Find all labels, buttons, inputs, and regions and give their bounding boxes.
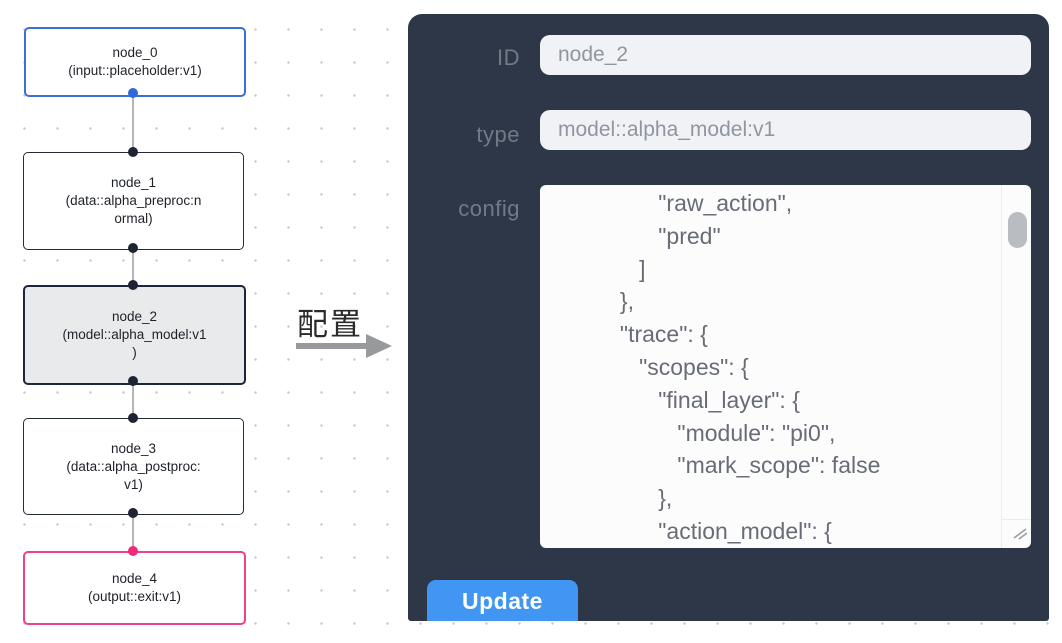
id-field-label: ID <box>497 45 520 70</box>
node-0[interactable]: node_0 (input::placeholder:v1) <box>24 27 246 97</box>
node-subtitle: ) <box>132 345 137 360</box>
type-field-label: type <box>476 122 520 147</box>
port-in-node-4[interactable] <box>128 546 138 556</box>
node-subtitle: (output::exit:v1) <box>87 589 182 604</box>
node-config-panel: ID type config "raw_action", "pred" ] },… <box>408 14 1049 621</box>
update-button[interactable]: Update <box>427 580 578 621</box>
node-3[interactable]: node_3 (data::alpha_postproc: v1) <box>23 418 244 515</box>
node-title: node_0 <box>112 45 158 60</box>
node-subtitle: (model::alpha_model:v1 <box>62 327 207 342</box>
config-scrollbar-track[interactable] <box>1001 185 1031 548</box>
node-title: node_2 <box>111 309 158 324</box>
textarea-resize-handle-icon[interactable] <box>1010 522 1028 545</box>
node-2-selected[interactable]: node_2 (model::alpha_model:v1 ) <box>23 285 246 385</box>
node-subtitle: (input::placeholder:v1) <box>68 63 202 78</box>
node-subtitle: (data::alpha_postproc: <box>66 458 201 474</box>
edge-node0-node1 <box>132 93 134 153</box>
right-arrow-icon <box>296 332 396 367</box>
node-1[interactable]: node_1 (data::alpha_preproc:n ormal) <box>23 152 244 250</box>
node-subtitle: ormal) <box>114 211 153 226</box>
edge-node1-node2 <box>132 248 134 286</box>
scrollbar-corner-divider <box>1002 519 1031 520</box>
node-title: node_3 <box>110 440 157 456</box>
id-input[interactable] <box>540 35 1031 75</box>
type-input[interactable] <box>540 110 1031 150</box>
node-4[interactable]: node_4 (output::exit:v1) <box>23 551 246 625</box>
node-title: node_1 <box>110 175 157 190</box>
config-field-label: config <box>458 196 520 221</box>
node-subtitle: v1) <box>124 476 143 492</box>
edge-node2-node3 <box>132 381 134 419</box>
port-out-node-0[interactable] <box>128 88 138 98</box>
port-out-node-1[interactable] <box>128 243 138 253</box>
port-in-node-2[interactable] <box>128 280 138 290</box>
configure-annotation-label: 配置 <box>297 307 363 342</box>
port-in-node-1[interactable] <box>128 147 138 157</box>
edge-node3-node4 <box>132 513 134 552</box>
config-scrollbar-thumb[interactable] <box>1008 212 1027 248</box>
port-out-node-3[interactable] <box>128 508 138 518</box>
port-out-node-2[interactable] <box>128 376 138 386</box>
port-in-node-3[interactable] <box>128 413 138 423</box>
config-json-text: "raw_action", "pred" ] }, "trace": { "sc… <box>619 190 881 544</box>
node-subtitle: (data::alpha_preproc:n <box>65 193 202 208</box>
config-textarea[interactable]: "raw_action", "pred" ] }, "trace": { "sc… <box>540 185 1031 548</box>
node-title: node_4 <box>111 571 158 586</box>
